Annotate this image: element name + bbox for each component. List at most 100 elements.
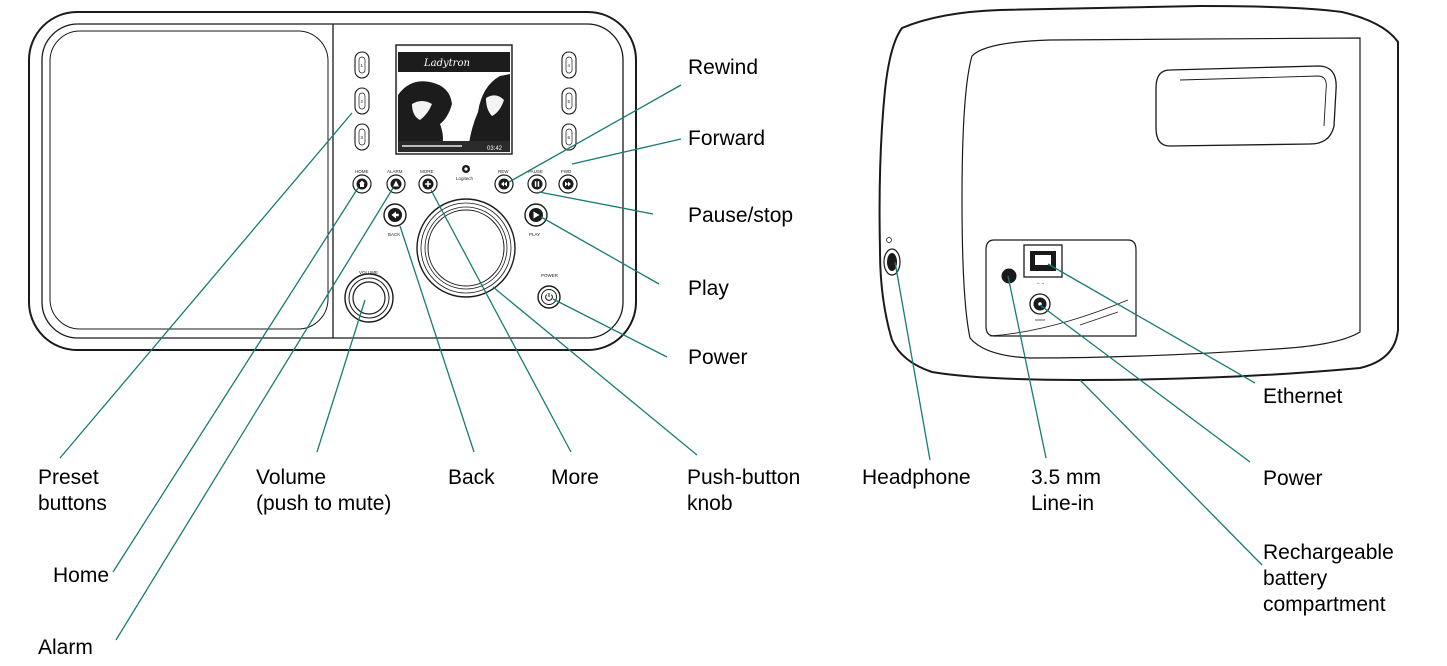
leader-power bbox=[552, 298, 668, 358]
label-ethernet: Ethernet bbox=[1263, 385, 1343, 408]
preset-button-2[interactable] bbox=[354, 87, 370, 115]
album-art-face-left bbox=[398, 81, 452, 152]
label-volume: Volume (push to mute) bbox=[256, 466, 392, 515]
push-button-knob[interactable] bbox=[416, 198, 516, 298]
power-button[interactable] bbox=[537, 285, 561, 309]
label-alarm: Alarm bbox=[38, 636, 93, 659]
label-line-in: 3.5 mm Line-in bbox=[1031, 466, 1102, 515]
volume-knob[interactable] bbox=[344, 273, 394, 323]
rewind-button[interactable] bbox=[494, 174, 514, 194]
leader-knob bbox=[492, 286, 698, 456]
preset-button-6[interactable] bbox=[561, 123, 577, 151]
leader-more bbox=[430, 189, 572, 453]
label-pause-stop: Pause/stop bbox=[688, 204, 794, 227]
label-back-power: Power bbox=[1263, 467, 1323, 490]
leader-line-in bbox=[1007, 275, 1047, 459]
forward-button[interactable] bbox=[558, 174, 578, 194]
alarm-icon bbox=[393, 180, 399, 187]
home-caption: HOME bbox=[355, 169, 369, 174]
back-body-outline bbox=[878, 4, 1399, 382]
label-preset-buttons: Preset buttons bbox=[38, 466, 107, 515]
play-button[interactable] bbox=[524, 203, 548, 227]
play-icon bbox=[533, 211, 540, 219]
fwd-caption: FWD bbox=[561, 169, 572, 174]
line-in-jack[interactable] bbox=[1001, 268, 1017, 284]
preset-button-3[interactable] bbox=[354, 123, 370, 151]
svg-text:←→: ←→ bbox=[1036, 280, 1045, 285]
preset-button-4[interactable] bbox=[561, 51, 577, 79]
volume-caption: VOLUME bbox=[359, 270, 378, 275]
screen-artist-title: Ladytron bbox=[423, 58, 470, 69]
leader-play bbox=[540, 216, 660, 285]
label-back: Back bbox=[448, 466, 495, 489]
button-glyphs bbox=[359, 180, 571, 187]
leader-headphone bbox=[894, 261, 931, 461]
alarm-caption: ALARM bbox=[387, 169, 403, 174]
power-icon bbox=[545, 293, 553, 301]
leader-rewind bbox=[508, 84, 682, 183]
preset-button-5[interactable] bbox=[561, 87, 577, 115]
label-more: More bbox=[551, 466, 599, 489]
pause-button[interactable] bbox=[527, 174, 547, 194]
leader-battery bbox=[1079, 379, 1263, 566]
button-captions: HOME ALARM MORE REW PAUSE FWD BACK PLAY … bbox=[355, 169, 572, 278]
logitech-logo bbox=[462, 165, 470, 173]
label-battery: Rechargeable battery compartment bbox=[1263, 541, 1394, 616]
preset-buttons-right bbox=[561, 51, 577, 151]
pause-icon bbox=[534, 181, 540, 187]
speaker-grille bbox=[49, 30, 329, 330]
front-outer-shell bbox=[28, 11, 637, 351]
back-device: ←→ bbox=[878, 4, 1399, 382]
carry-handle bbox=[1155, 65, 1337, 147]
more-button[interactable] bbox=[418, 174, 438, 194]
power-caption: POWER bbox=[541, 273, 559, 278]
play-caption: PLAY bbox=[529, 232, 540, 237]
label-forward: Forward bbox=[688, 127, 766, 150]
display-screen: Ladytron 03:42 bbox=[395, 44, 513, 155]
logitech-brand: Logitech bbox=[456, 176, 474, 181]
leader-preset-buttons bbox=[59, 112, 353, 459]
forward-icon bbox=[565, 181, 571, 187]
label-home: Home bbox=[53, 564, 110, 587]
label-headphone: Headphone bbox=[862, 466, 971, 489]
alarm-button[interactable] bbox=[386, 174, 406, 194]
more-caption: MORE bbox=[420, 169, 434, 174]
back-button[interactable] bbox=[383, 203, 407, 227]
preset-button-1[interactable] bbox=[354, 51, 370, 79]
preset-number-4: 4 bbox=[568, 63, 571, 68]
connector-recess bbox=[985, 239, 1137, 337]
headphone-jack[interactable] bbox=[883, 237, 901, 276]
preset-buttons-left bbox=[354, 51, 370, 151]
leader-pause bbox=[538, 191, 654, 215]
pause-caption: PAUSE bbox=[528, 169, 543, 174]
plus-icon bbox=[425, 181, 432, 187]
leader-home bbox=[112, 187, 359, 573]
preset-numbers: 1 2 3 4 5 6 bbox=[361, 63, 571, 140]
back-panel-outline bbox=[961, 37, 1361, 359]
home-icon bbox=[359, 180, 365, 187]
preset-number-2: 2 bbox=[361, 99, 364, 104]
leader-ethernet bbox=[1047, 263, 1256, 384]
preset-number-3: 3 bbox=[361, 135, 364, 140]
label-play: Play bbox=[688, 277, 729, 300]
leader-volume bbox=[316, 299, 366, 453]
back-caption: BACK bbox=[388, 232, 400, 237]
home-button[interactable] bbox=[352, 174, 372, 194]
leader-lines bbox=[59, 84, 1263, 641]
rew-caption: REW bbox=[498, 169, 509, 174]
label-rewind: Rewind bbox=[688, 56, 759, 79]
front-device: 1 2 3 4 5 6 Ladytron 03:42 bbox=[28, 11, 637, 351]
ethernet-port[interactable]: ←→ bbox=[1023, 244, 1063, 285]
power-jack[interactable] bbox=[1029, 293, 1051, 321]
leader-back bbox=[399, 225, 475, 453]
screen-time: 03:42 bbox=[487, 146, 503, 152]
rewind-icon bbox=[501, 181, 507, 187]
preset-number-6: 6 bbox=[568, 135, 571, 140]
leader-alarm bbox=[115, 187, 394, 641]
album-art-face-right bbox=[468, 74, 510, 152]
preset-number-5: 5 bbox=[568, 99, 571, 104]
back-arrow-icon bbox=[391, 211, 399, 219]
label-push-button-knob: Push-button knob bbox=[687, 466, 801, 515]
